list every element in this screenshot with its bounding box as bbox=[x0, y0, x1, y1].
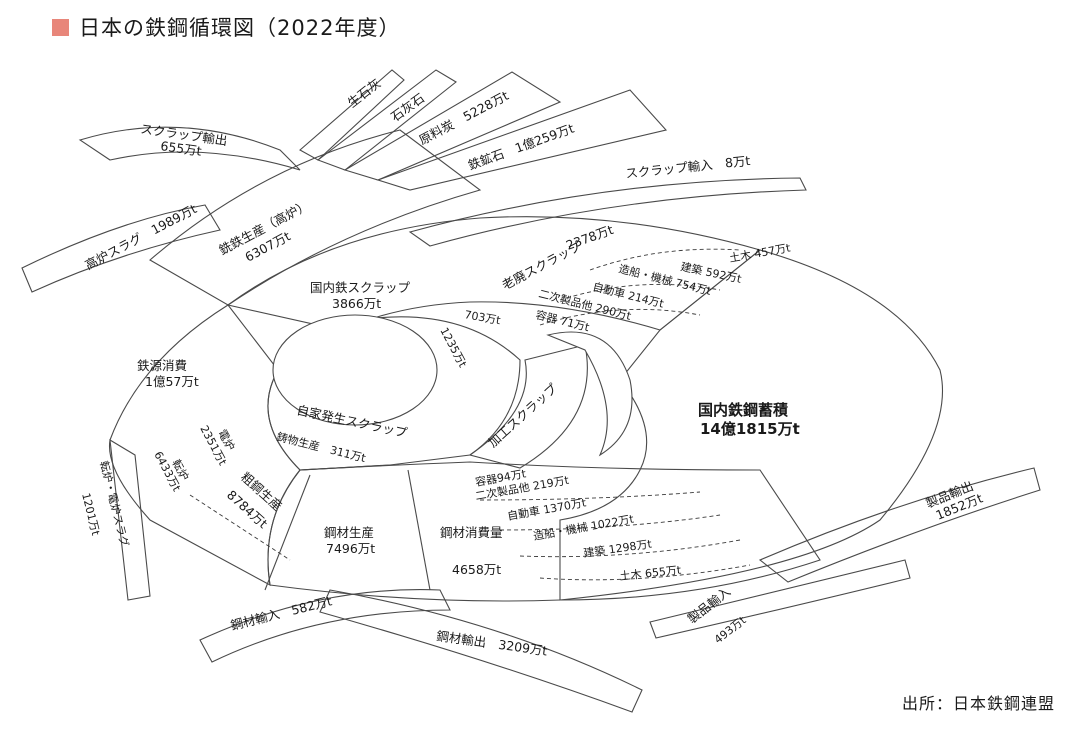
value-stock: 14億1815万t bbox=[700, 420, 800, 438]
divider-crude bbox=[189, 494, 291, 561]
coking-coal-band bbox=[343, 71, 562, 181]
label-domestic-scrap: 国内鉄スクラップ bbox=[310, 280, 411, 295]
label-stock: 国内鉄鋼蓄積 bbox=[698, 401, 789, 419]
value-rolled-steel: 7496万t bbox=[326, 541, 375, 556]
ring-hole bbox=[272, 314, 438, 426]
label-iron-ore: 鉄鉱石 1億259万t bbox=[466, 120, 576, 172]
label-casting: 鋳物生産 311万t bbox=[275, 429, 368, 465]
stock-band bbox=[559, 249, 943, 601]
divider-rolled bbox=[264, 474, 311, 591]
value-iron-consumption: 1億57万t bbox=[145, 374, 199, 389]
label-flow-703: 703万t bbox=[463, 308, 502, 327]
inner-gap bbox=[546, 331, 633, 457]
product-import-band bbox=[649, 559, 911, 639]
product-export-band bbox=[758, 467, 1041, 583]
consumption-use-4: 造船・機械 1022万t bbox=[532, 511, 635, 543]
label-rolled-steel: 鋼材生産 bbox=[324, 525, 374, 540]
source-note: 出所：日本鉄鋼連盟 bbox=[901, 694, 1055, 713]
domestic-scrap-band bbox=[226, 216, 762, 331]
label-flow-1235: 1235万t bbox=[437, 325, 469, 370]
divider-consumption bbox=[407, 469, 431, 591]
value-steel-consumption: 4658万t bbox=[452, 562, 501, 577]
scrap-dash-1 bbox=[589, 248, 741, 271]
scrap-source-1: 土木 457万t bbox=[728, 241, 792, 265]
consumption-use-6: 土木 655万t bbox=[619, 564, 683, 583]
label-coking-coal: 原料炭 5228万t bbox=[416, 88, 511, 148]
steel-export-band bbox=[319, 589, 643, 713]
slag-out-band bbox=[109, 438, 151, 601]
bf-slag-band bbox=[21, 204, 221, 293]
label-steel-consumption-1: 鋼材消費量 bbox=[440, 525, 503, 540]
value-scrap-export: 655万t bbox=[160, 138, 203, 159]
title-text: 日本の鉄鋼循環図（2022年度） bbox=[79, 16, 401, 40]
title: 日本の鉄鋼循環図（2022年度） bbox=[52, 12, 400, 42]
label-steel-import: 鋼材輸入 582万t bbox=[229, 593, 333, 633]
value-product-import: 493万t bbox=[712, 613, 749, 646]
value-slag-out: 1201万t bbox=[79, 492, 102, 538]
value-old-scrap: 2378万t bbox=[564, 222, 615, 253]
label-processing-scrap: 加工スクラップ bbox=[485, 380, 560, 450]
use-dash-4 bbox=[539, 564, 751, 581]
iron-consumption-band bbox=[108, 304, 301, 587]
scrap-dash-3 bbox=[539, 308, 701, 326]
value-domestic-scrap: 3866万t bbox=[332, 296, 381, 311]
label-iron-consumption: 鉄源消費 bbox=[137, 358, 187, 373]
label-steel-export: 鋼材輸出 3209万t bbox=[436, 628, 549, 658]
divider-steel bbox=[299, 464, 391, 471]
steel-import-band bbox=[199, 589, 451, 663]
scrap-export-band bbox=[78, 126, 301, 171]
use-dash-1 bbox=[479, 491, 701, 501]
quicklime-band bbox=[299, 69, 405, 161]
label-limestone: 石灰石 bbox=[388, 90, 427, 124]
label-slag-out: 転炉・電炉スラグ bbox=[97, 459, 132, 548]
use-dash-2 bbox=[499, 514, 721, 531]
scrap-import-band bbox=[408, 177, 807, 247]
label-bf-slag: 高炉スラグ 1989万t bbox=[82, 201, 199, 273]
limestone-band bbox=[316, 69, 457, 171]
label-scrap-import: スクラップ輸入 8万t bbox=[625, 153, 751, 181]
label-product-import: 製品輸入 bbox=[685, 583, 734, 626]
title-square-icon bbox=[52, 18, 69, 36]
steel-products-band bbox=[267, 461, 821, 602]
consumption-use-5: 建築 1298万t bbox=[582, 536, 653, 560]
scrap-dash-2 bbox=[559, 283, 721, 301]
iron-ore-band bbox=[376, 89, 668, 191]
